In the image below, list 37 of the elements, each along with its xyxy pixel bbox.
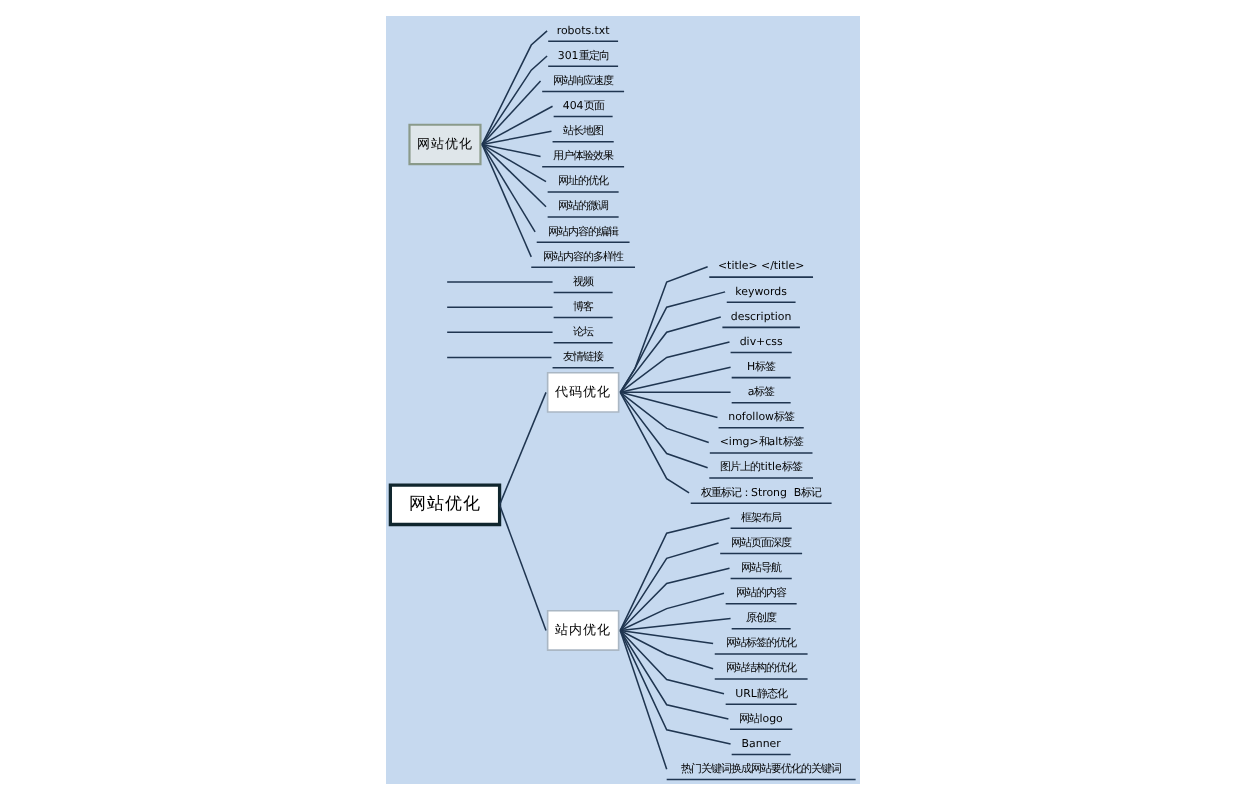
connector [619, 629, 725, 695]
connector [446, 356, 553, 359]
node-box: 网站优化 [388, 483, 502, 527]
connector [481, 80, 542, 146]
connector [619, 567, 731, 632]
connector [619, 391, 709, 469]
connector [481, 105, 554, 146]
connector [619, 617, 732, 632]
connector [481, 143, 536, 233]
connector [619, 517, 731, 632]
connector [619, 291, 726, 394]
connector [446, 281, 554, 283]
connector [481, 143, 542, 158]
connector [619, 366, 732, 394]
connector [619, 542, 720, 632]
connector [481, 143, 533, 258]
connector [481, 143, 547, 183]
connector [619, 391, 719, 419]
connector [481, 143, 547, 208]
connector [619, 592, 725, 632]
connector [619, 629, 714, 645]
connector [619, 629, 714, 670]
connector [619, 391, 732, 394]
connector [498, 391, 547, 506]
connector [619, 341, 731, 394]
connector [619, 629, 732, 745]
connector [481, 55, 548, 146]
connector [619, 391, 690, 494]
connector [619, 629, 730, 720]
connector [446, 306, 554, 308]
connector [446, 331, 554, 334]
connector [619, 316, 722, 394]
connector [619, 629, 668, 770]
connector [619, 391, 710, 444]
connector [481, 30, 548, 146]
connector [481, 130, 553, 146]
connector [498, 504, 547, 632]
